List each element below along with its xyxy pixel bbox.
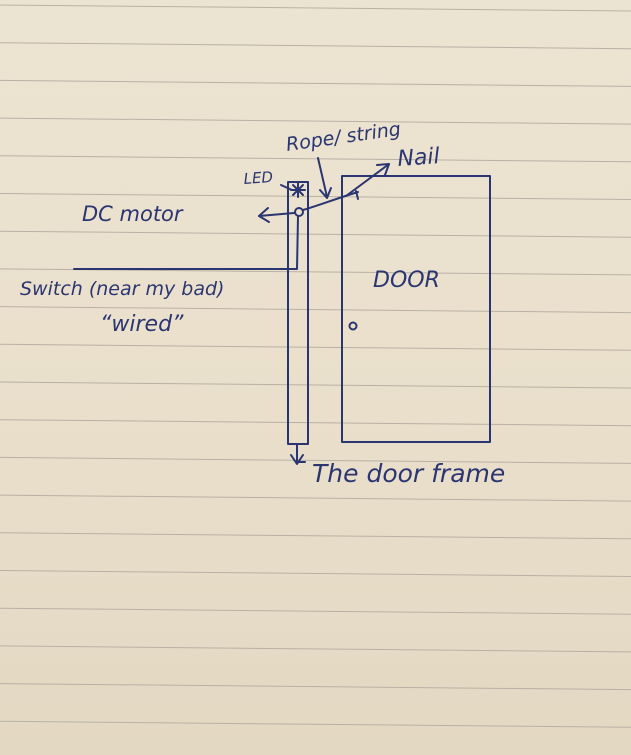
rule-line — [0, 155, 631, 163]
door-frame-label: The door frame — [312, 459, 505, 488]
rule-line — [0, 720, 631, 728]
door-shape — [341, 175, 491, 443]
rule-line — [0, 343, 631, 351]
rule-line — [0, 42, 631, 50]
led-pointer-line — [280, 184, 293, 191]
dc-motor-icon — [294, 207, 304, 217]
led-label: LED — [243, 168, 274, 188]
rule-line — [0, 117, 631, 125]
rope-line — [302, 191, 359, 211]
rule-line — [0, 193, 631, 200]
rope-arrow — [317, 157, 332, 199]
switch-label: Switch (near my bad) — [20, 278, 224, 300]
rule-line — [0, 306, 631, 314]
led-star-icon — [290, 182, 306, 198]
rule-line — [0, 607, 631, 615]
rule-line — [0, 381, 631, 389]
nail-arrow — [345, 163, 390, 197]
rule-line — [0, 456, 631, 464]
rule-line — [0, 419, 631, 427]
rope-label: Rope/ string — [285, 118, 402, 156]
rule-line — [0, 532, 631, 540]
rule-line — [0, 645, 631, 653]
nail-shape — [355, 190, 359, 200]
rule-line — [0, 494, 631, 502]
dc-motor-arrow — [258, 207, 295, 223]
door-frame-arrow — [290, 443, 306, 465]
door-knob — [348, 321, 358, 331]
nail-label: Nail — [397, 144, 441, 172]
rule-line — [0, 79, 631, 87]
dc-motor-label: DC motor — [82, 202, 184, 226]
rule-line — [0, 4, 631, 12]
switch-wire — [73, 216, 299, 270]
wired-label: “wired” — [100, 312, 184, 337]
rule-line — [0, 683, 631, 691]
door-label: DOOR — [373, 268, 440, 293]
rule-line — [0, 570, 631, 577]
rule-line — [0, 230, 631, 238]
